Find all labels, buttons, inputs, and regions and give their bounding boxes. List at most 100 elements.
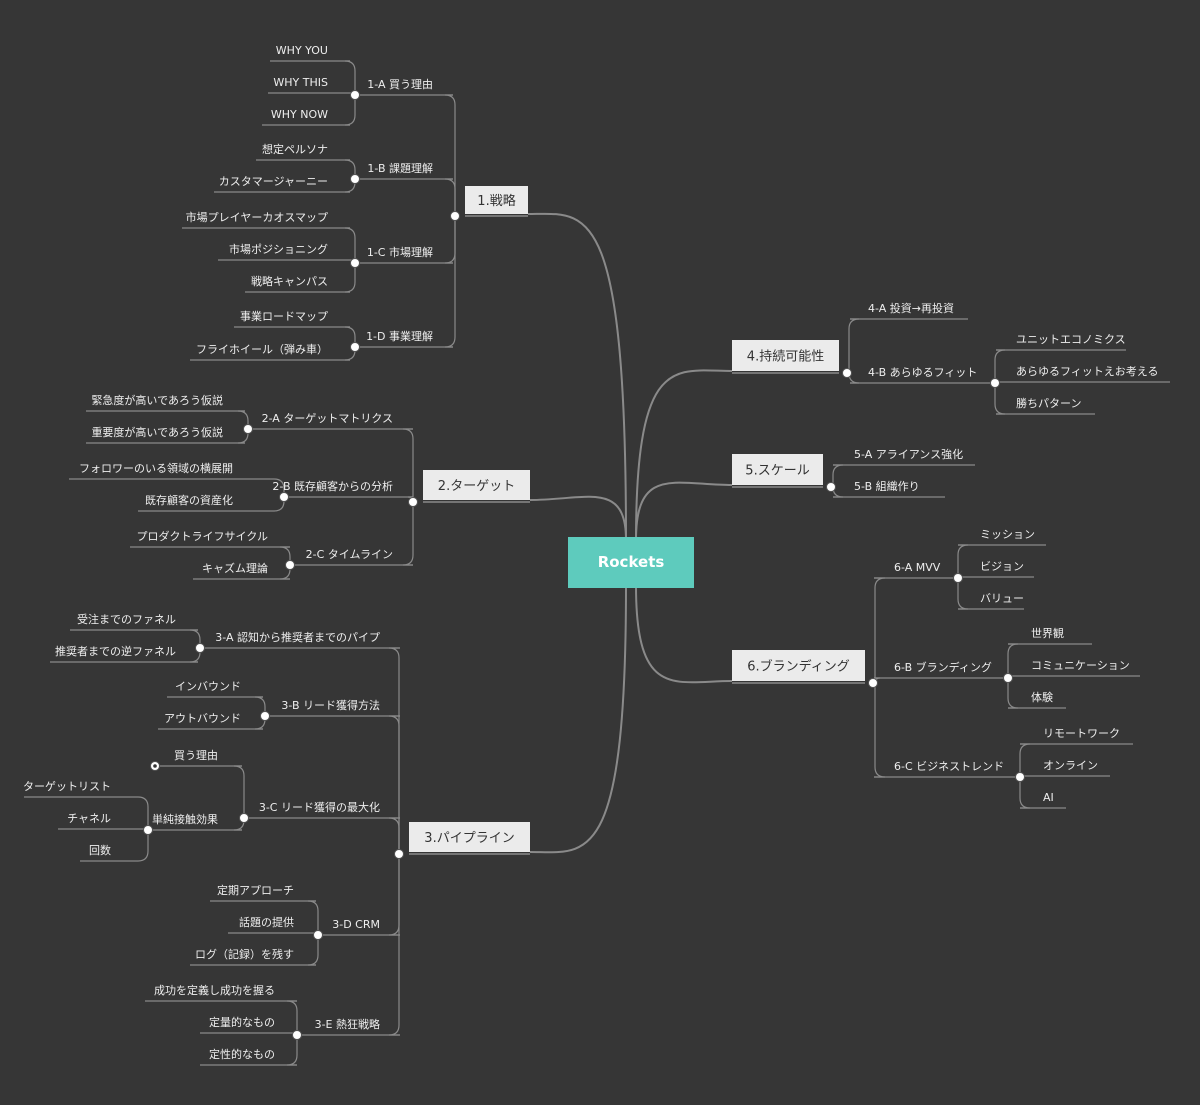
branch-box-3[interactable]	[409, 822, 530, 852]
leaf-2-2-1[interactable]: フォロワーのいる領域の横展開	[79, 461, 233, 475]
subtopic-1-3[interactable]: 1-C 市場理解	[367, 245, 433, 259]
subtopic-2-1-collapse-knob[interactable]	[243, 424, 253, 434]
leaf-3-2-2[interactable]: アウトバウンド	[164, 712, 241, 725]
subtopic-3-2-collapse-knob[interactable]	[260, 711, 270, 721]
subtopic-6-3-collapse-knob[interactable]	[1015, 772, 1025, 782]
leaf-1-2-1[interactable]: 想定ペルソナ	[262, 142, 328, 156]
leaf-6-3-2[interactable]: オンライン	[1043, 759, 1098, 772]
leaf-1-4-1[interactable]: 事業ロードマップ	[240, 310, 328, 323]
branch-box-2[interactable]	[423, 470, 530, 500]
subtopic-6-3[interactable]: 6-C ビジネストレンド	[894, 760, 1004, 773]
subtopic-2-3-collapse-knob[interactable]	[285, 560, 295, 570]
subtopic-3-5-collapse-knob[interactable]	[292, 1030, 302, 1040]
branch-1-collapse-knob[interactable]	[450, 211, 460, 221]
leaf-2-1-2[interactable]: 重要度が高いであろう仮説	[91, 425, 223, 439]
subtopic-6-1-collapse-knob[interactable]	[953, 573, 963, 583]
subtopic-1-1-collapse-knob[interactable]	[350, 90, 360, 100]
leaf-6-2-1[interactable]: 世界観	[1031, 626, 1064, 640]
branch-box-6[interactable]	[732, 650, 865, 681]
leaf-1-3-3[interactable]: 戦略キャンパス	[251, 274, 328, 288]
leaf-6-2-3[interactable]: 体験	[1031, 690, 1053, 704]
leaf-6-1-3[interactable]: バリュー	[980, 592, 1024, 605]
leaf-3-3-2-1[interactable]: ターゲットリスト	[23, 780, 111, 793]
subtopic-4-2-collapse-knob[interactable]	[990, 378, 1000, 388]
branch-box-5[interactable]	[732, 454, 823, 485]
leaf-3-1-2[interactable]: 推奨者までの逆ファネル	[55, 644, 176, 658]
subtopic-2-1[interactable]: 2-A ターゲットマトリクス	[262, 412, 393, 425]
leaf-3-3-1[interactable]: 買う理由	[174, 748, 218, 762]
leaf-2-3-2[interactable]: キャズム理論	[202, 561, 268, 575]
leaf-3-1-1[interactable]: 受注までのファネル	[77, 612, 176, 626]
subtopic-1-4-collapse-knob[interactable]	[350, 342, 360, 352]
leaf-3-2-1[interactable]: インバウンド	[175, 680, 241, 693]
subtopic-3-1[interactable]: 3-A 認知から推奨者までのパイプ	[215, 630, 380, 644]
leaf-3-3-2-3[interactable]: 回数	[89, 844, 111, 857]
leaf-2-1-1[interactable]: 緊急度が高いであろう仮説	[91, 393, 223, 407]
leaf-6-2-2[interactable]: コミュニケーション	[1031, 659, 1130, 672]
branch-box-1[interactable]	[465, 186, 528, 214]
branch-boxes: 1.戦略2.ターゲット3.パイプライン4.持続可能性5.スケール6.ブランディン…	[409, 186, 865, 852]
leaf-1-3-1[interactable]: 市場プレイヤーカオスマップ	[186, 210, 328, 224]
leaf-3-5-1[interactable]: 成功を定義し成功を握る	[154, 983, 275, 997]
branch-3-collapse-knob[interactable]	[394, 849, 404, 859]
branch-box-4[interactable]	[732, 340, 839, 371]
subtopic-3-2[interactable]: 3-B リード獲得方法	[281, 698, 380, 712]
subtopic-3-3[interactable]: 3-C リード獲得の最大化	[259, 800, 380, 814]
subtopic-2-2-connector-0	[255, 478, 285, 497]
branch-connector-5	[635, 481, 733, 541]
subtopic-2-2[interactable]: 2-B 既存顧客からの分析	[272, 479, 393, 493]
leaf-2-3-1[interactable]: プロダクトライフサイクル	[137, 529, 268, 543]
leaf-3-5-2[interactable]: 定量的なもの	[209, 1015, 275, 1029]
leaf-3-5-3[interactable]: 定性的なもの	[209, 1047, 275, 1061]
leaf-1-1-2[interactable]: WHY THIS	[273, 76, 328, 89]
leaf-1-1-1[interactable]: WHY YOU	[276, 44, 328, 57]
leaf-1-1-3[interactable]: WHY NOW	[271, 108, 328, 121]
leaf-1-2-2[interactable]: カスタマージャーニー	[219, 175, 328, 188]
subtopic-1-1[interactable]: 1-A 買う理由	[367, 77, 433, 91]
subtopic-1-4[interactable]: 1-D 事業理解	[366, 329, 433, 343]
central-topic[interactable]: Rockets	[568, 537, 694, 588]
branch-2-collapse-knob[interactable]	[408, 497, 418, 507]
subtopic-6-2[interactable]: 6-B ブランディング	[894, 660, 992, 674]
branch-5-collapse-knob[interactable]	[826, 482, 836, 492]
leaf-1-3-2[interactable]: 市場ポジショニング	[229, 242, 328, 256]
subtopic-1-2[interactable]: 1-B 課題理解	[367, 161, 433, 175]
leaf-3-4-2[interactable]: 話題の提供	[239, 915, 294, 929]
branch-label-3: 3.パイプライン	[424, 831, 514, 846]
subtopic-5-2[interactable]: 5-B 組織作り	[854, 480, 920, 493]
leaf-3-4-3[interactable]: ログ（記録）を残す	[195, 947, 294, 961]
branch-4-collapse-knob[interactable]	[842, 368, 852, 378]
subtopic-6-2-collapse-knob[interactable]	[1003, 673, 1013, 683]
subtopic-1-2-collapse-knob[interactable]	[350, 174, 360, 184]
branch-connector-3	[529, 585, 627, 854]
subtopic-2-3[interactable]: 2-C タイムライン	[306, 548, 393, 561]
leaf-3-4-1[interactable]: 定期アプローチ	[217, 883, 294, 897]
leaf-3-3-2-2[interactable]: チャネル	[67, 812, 111, 825]
subtopic-4-2[interactable]: 4-B あらゆるフィット	[868, 366, 977, 379]
subtopic-3-4[interactable]: 3-D CRM	[332, 918, 380, 931]
leaf-6-3-3[interactable]: AI	[1043, 791, 1054, 804]
leaf-3-3-2-collapse-knob[interactable]	[143, 825, 153, 835]
subtopic-5-1[interactable]: 5-A アライアンス強化	[854, 447, 963, 461]
leaf-4-2-3[interactable]: 勝ちパターン	[1016, 396, 1081, 410]
leaf-4-2-1[interactable]: ユニットエコノミクス	[1016, 333, 1126, 346]
leaf-1-4-2[interactable]: フライホイール（弾み車）	[196, 342, 328, 356]
leaf-3-3-2[interactable]: 単純接触効果	[152, 812, 218, 826]
branch-6-collapse-knob[interactable]	[868, 678, 878, 688]
leaf-6-3-1[interactable]: リモートワーク	[1043, 727, 1120, 740]
leaf-4-2-2[interactable]: あらゆるフィットえお考える	[1016, 365, 1158, 378]
subtopic-1-3-collapse-knob[interactable]	[350, 258, 360, 268]
leaf-6-1-2[interactable]: ビジョン	[980, 560, 1024, 573]
subtopic-3-4-collapse-knob[interactable]	[313, 930, 323, 940]
subtopic-3-5[interactable]: 3-E 熱狂戦略	[315, 1017, 380, 1031]
subtopic-3-3-collapse-knob[interactable]	[239, 813, 249, 823]
central-topic-box[interactable]	[568, 537, 694, 588]
subtopic-4-1[interactable]: 4-A 投資→再投資	[868, 301, 954, 315]
branch-connector-2	[529, 495, 627, 541]
subtopic-3-1-collapse-knob[interactable]	[195, 643, 205, 653]
leaf-6-1-1[interactable]: ミッション	[980, 528, 1035, 541]
subtopic-6-1[interactable]: 6-A MVV	[894, 561, 941, 574]
subtopic-2-2-collapse-knob[interactable]	[279, 492, 289, 502]
leaf-2-2-2[interactable]: 既存顧客の資産化	[145, 493, 233, 507]
branch-3-connector-3	[388, 854, 400, 936]
